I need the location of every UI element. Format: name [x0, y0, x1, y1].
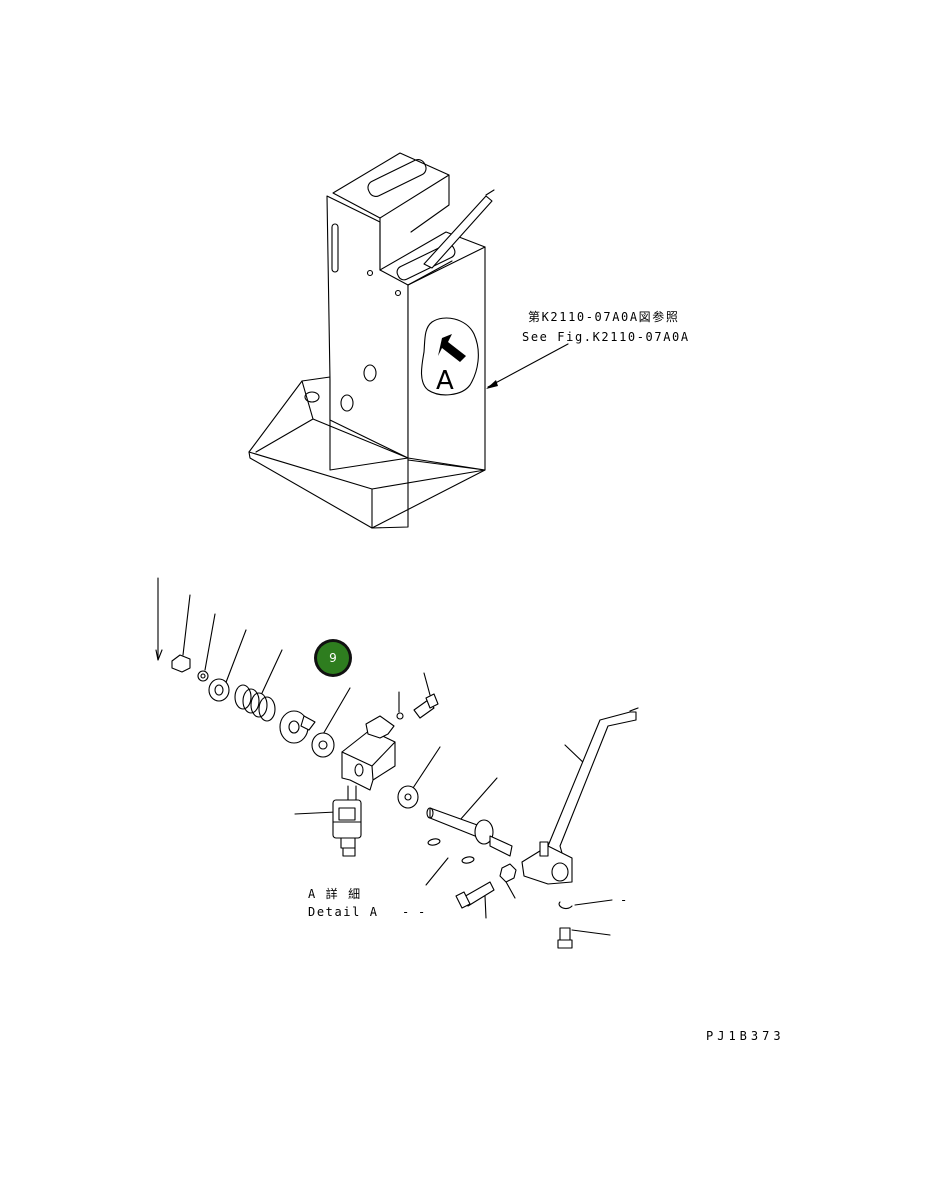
detail-label-jp: A 詳 細 — [308, 886, 362, 901]
callout-9-number: 9 — [329, 651, 337, 665]
view-arrow-icon — [438, 334, 466, 362]
drawing-code: PJ1B373 — [706, 1029, 785, 1043]
console-housing: A — [248, 152, 495, 529]
reference-label-en: See Fig.K2110-07A0A — [522, 330, 690, 344]
reference-leader — [486, 343, 569, 389]
view-marker: A — [436, 366, 454, 396]
detail-a-parts — [155, 577, 639, 949]
leader-dash-1: - — [402, 905, 411, 919]
reference-label-jp: 第K2110-07A0A図参照 — [528, 309, 679, 324]
callout-9[interactable]: 9 — [314, 639, 352, 677]
leader-dash-2: - — [418, 905, 427, 919]
leader-dash-3: - — [620, 893, 629, 907]
callout-9-fill — [317, 642, 349, 674]
detail-label-en: Detail A — [308, 905, 379, 919]
